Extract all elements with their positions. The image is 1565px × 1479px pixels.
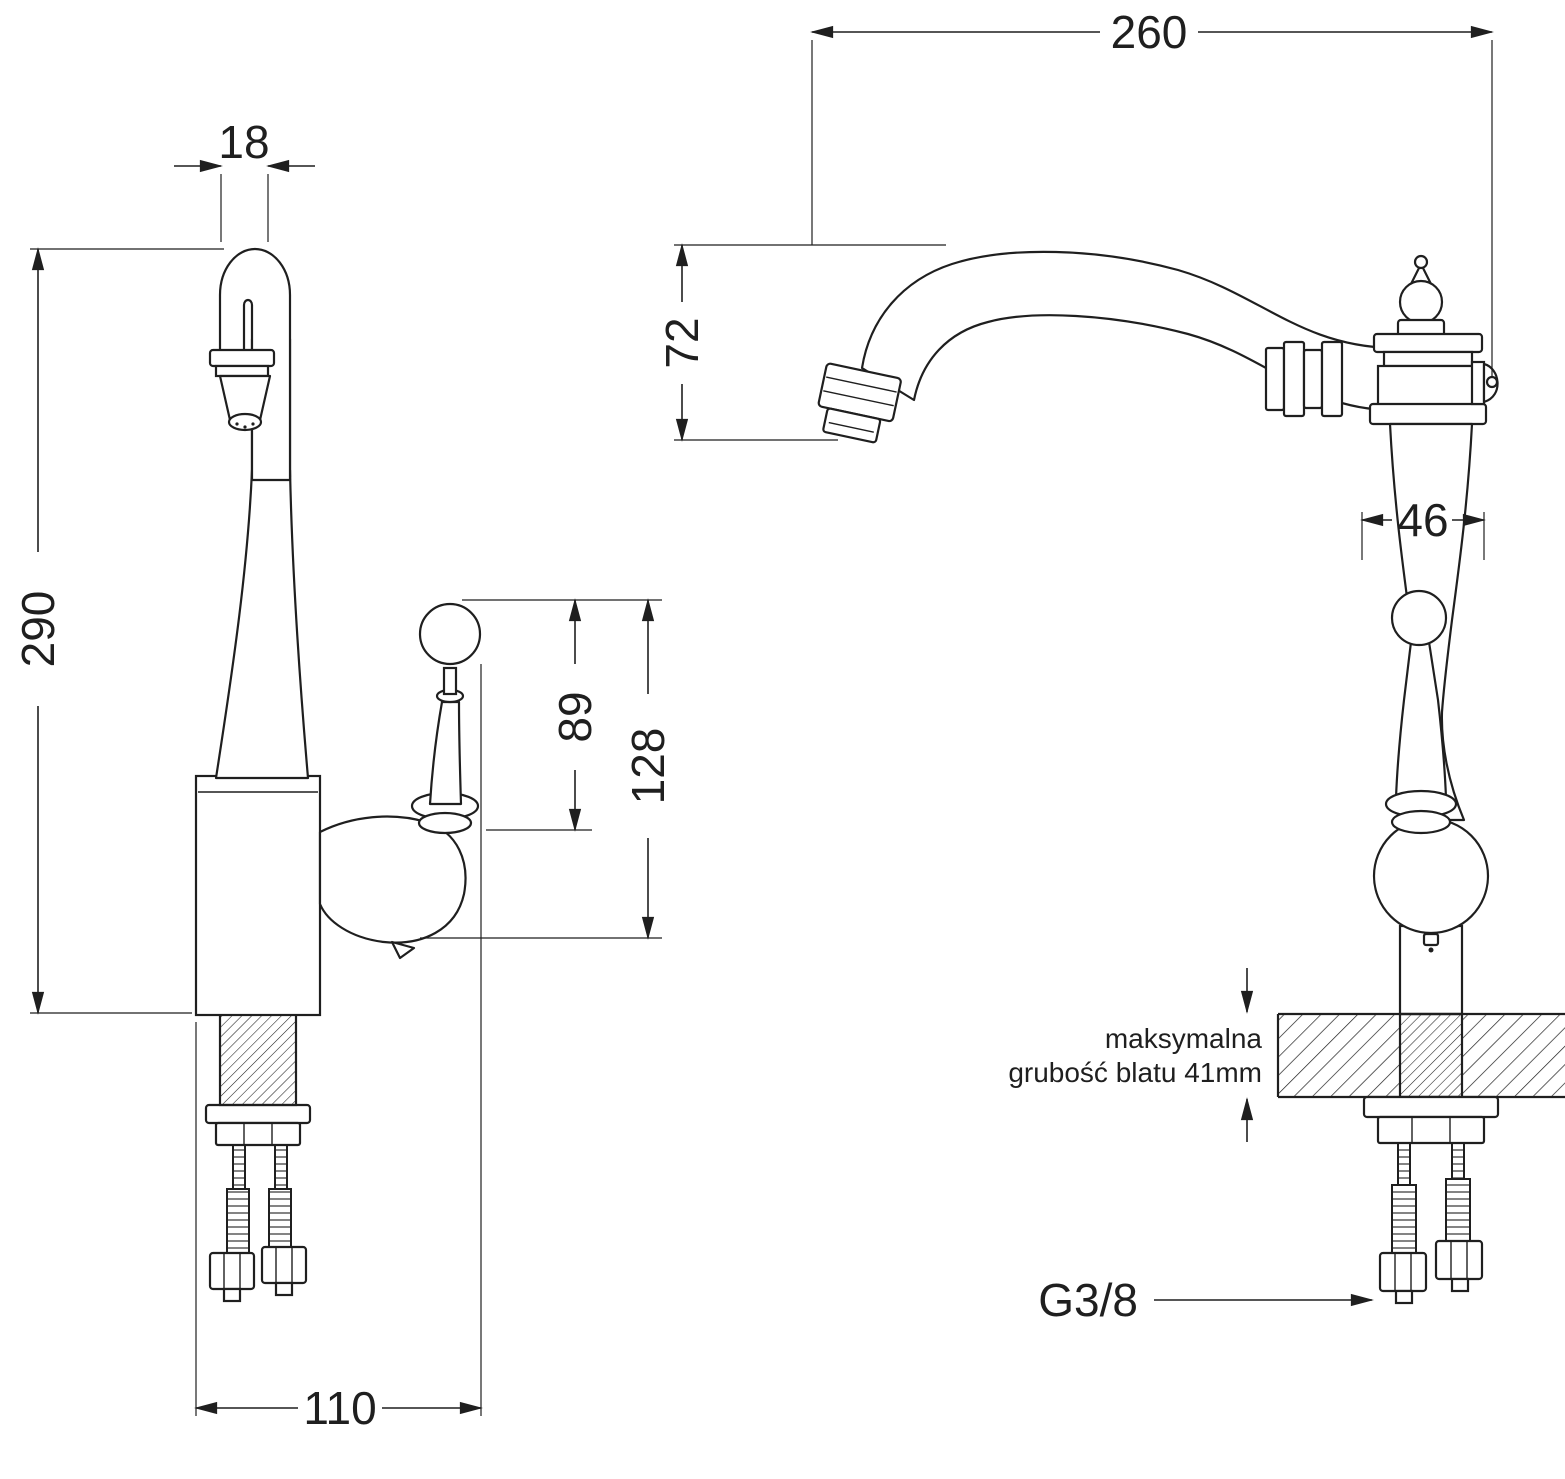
hose-tip	[222, 1287, 242, 1303]
supply-hose	[1391, 1184, 1417, 1254]
threaded-shank-front	[1398, 1012, 1464, 1099]
handle-knob-front	[1390, 589, 1448, 647]
spout-ring	[1282, 340, 1306, 418]
hose-nut	[208, 1251, 256, 1291]
faucet-neck	[214, 468, 310, 780]
dim-label-72: 72	[656, 317, 708, 368]
hose-nut	[1434, 1239, 1484, 1281]
dim-label-128: 128	[622, 728, 674, 805]
handle-stem	[442, 666, 458, 696]
dim-label-260: 260	[1111, 6, 1188, 58]
front-view: 260 72 46 maksymalna grubość blatu 41mm	[656, 6, 1565, 1326]
spout-collar-ring	[214, 364, 270, 378]
housing-nub	[390, 940, 416, 960]
dimension-total-height: 290	[12, 247, 224, 1015]
handle-flange-ring	[417, 811, 473, 835]
supply-connectors-front	[1362, 1095, 1500, 1305]
supply-hose	[226, 1188, 250, 1254]
countertop-hatch-right	[1462, 1014, 1565, 1097]
dim-label-110: 110	[303, 1382, 376, 1434]
spout-ring	[1302, 348, 1324, 410]
aerator-dot	[251, 422, 255, 426]
countertop-thickness-note: maksymalna grubość blatu 41mm	[1008, 968, 1262, 1142]
threaded-stud	[1397, 1142, 1411, 1186]
thread-size-callout: G3/8	[1038, 1274, 1374, 1326]
side-view: 18 290 89 128	[12, 116, 674, 1434]
threaded-stud	[274, 1144, 288, 1190]
dimension-spout-tip-width: 18	[174, 116, 315, 242]
valve-ball	[1372, 817, 1490, 935]
handle-shaft	[428, 700, 463, 806]
countertop	[1276, 1012, 1565, 1099]
thread-size-label: G3/8	[1038, 1274, 1138, 1326]
spout-decorative-rings	[1264, 340, 1344, 418]
outlet-aerator	[822, 407, 882, 444]
mounting-washer-front	[1362, 1095, 1500, 1119]
counter-note-line1: maksymalna	[1105, 1023, 1263, 1054]
threaded-shank	[218, 1011, 298, 1107]
handle-flange-ring-front	[1390, 809, 1452, 835]
side-cap-nub	[1485, 375, 1499, 389]
ball-nub	[1422, 932, 1440, 947]
hose-tip	[274, 1281, 294, 1297]
supply-connectors-side	[204, 1103, 312, 1303]
valve-housing	[318, 815, 467, 944]
dim-label-18: 18	[218, 116, 269, 168]
mounting-nut-front	[1376, 1115, 1486, 1145]
side-cap-ring	[1470, 360, 1486, 406]
counter-note-line2: grubość blatu 41mm	[1008, 1057, 1262, 1088]
countertop-hatch-left	[1278, 1014, 1400, 1097]
dim-label-46: 46	[1397, 494, 1448, 546]
hose-nut	[1378, 1251, 1428, 1293]
supply-hose	[268, 1188, 292, 1248]
outlet-ring-line	[823, 390, 894, 407]
threaded-stud	[1451, 1142, 1465, 1180]
collar-ring	[1382, 350, 1474, 368]
dimension-spout-reach: 260	[810, 6, 1494, 376]
collar-top-flange	[1372, 332, 1484, 354]
collar-body	[1376, 364, 1480, 408]
dimension-body-width: 46	[1360, 494, 1486, 560]
dim-label-89: 89	[549, 691, 601, 742]
dimension-base-reach: 110	[194, 664, 483, 1434]
dim-label-290: 290	[12, 591, 64, 668]
faucet-base-body	[194, 774, 322, 1017]
supply-hose	[1445, 1178, 1471, 1242]
spout-curve	[860, 250, 1394, 412]
spout-ring	[1320, 340, 1344, 418]
mounting-washer	[204, 1103, 312, 1125]
ball-nub-dot	[1428, 947, 1434, 953]
outlet-ring-line	[826, 376, 897, 393]
collar-lower-flange	[1368, 402, 1488, 426]
spout-ring	[1264, 346, 1286, 412]
aerator-outlet	[227, 412, 263, 432]
finial-tip	[1413, 254, 1429, 270]
dimension-handle-height: 89	[462, 598, 662, 832]
body-top-front	[1368, 254, 1499, 426]
aerator-dot	[235, 422, 239, 426]
spout-outlet	[817, 362, 902, 444]
aerator-dot	[243, 425, 247, 429]
mounting-plate	[214, 1121, 302, 1147]
aerator-line	[828, 421, 874, 433]
handle-front	[1384, 589, 1458, 835]
finial-ball	[1398, 279, 1444, 325]
handle-knob	[418, 602, 482, 666]
dimension-spout-drop: 72	[656, 243, 946, 442]
spout-collar	[208, 348, 276, 368]
handle-side	[318, 602, 482, 960]
hose-tip	[1394, 1289, 1414, 1305]
dimension-handle-overall: 128	[420, 598, 674, 940]
hose-nut	[260, 1245, 308, 1285]
hose-tip	[1450, 1277, 1470, 1293]
threaded-stud	[232, 1144, 246, 1190]
